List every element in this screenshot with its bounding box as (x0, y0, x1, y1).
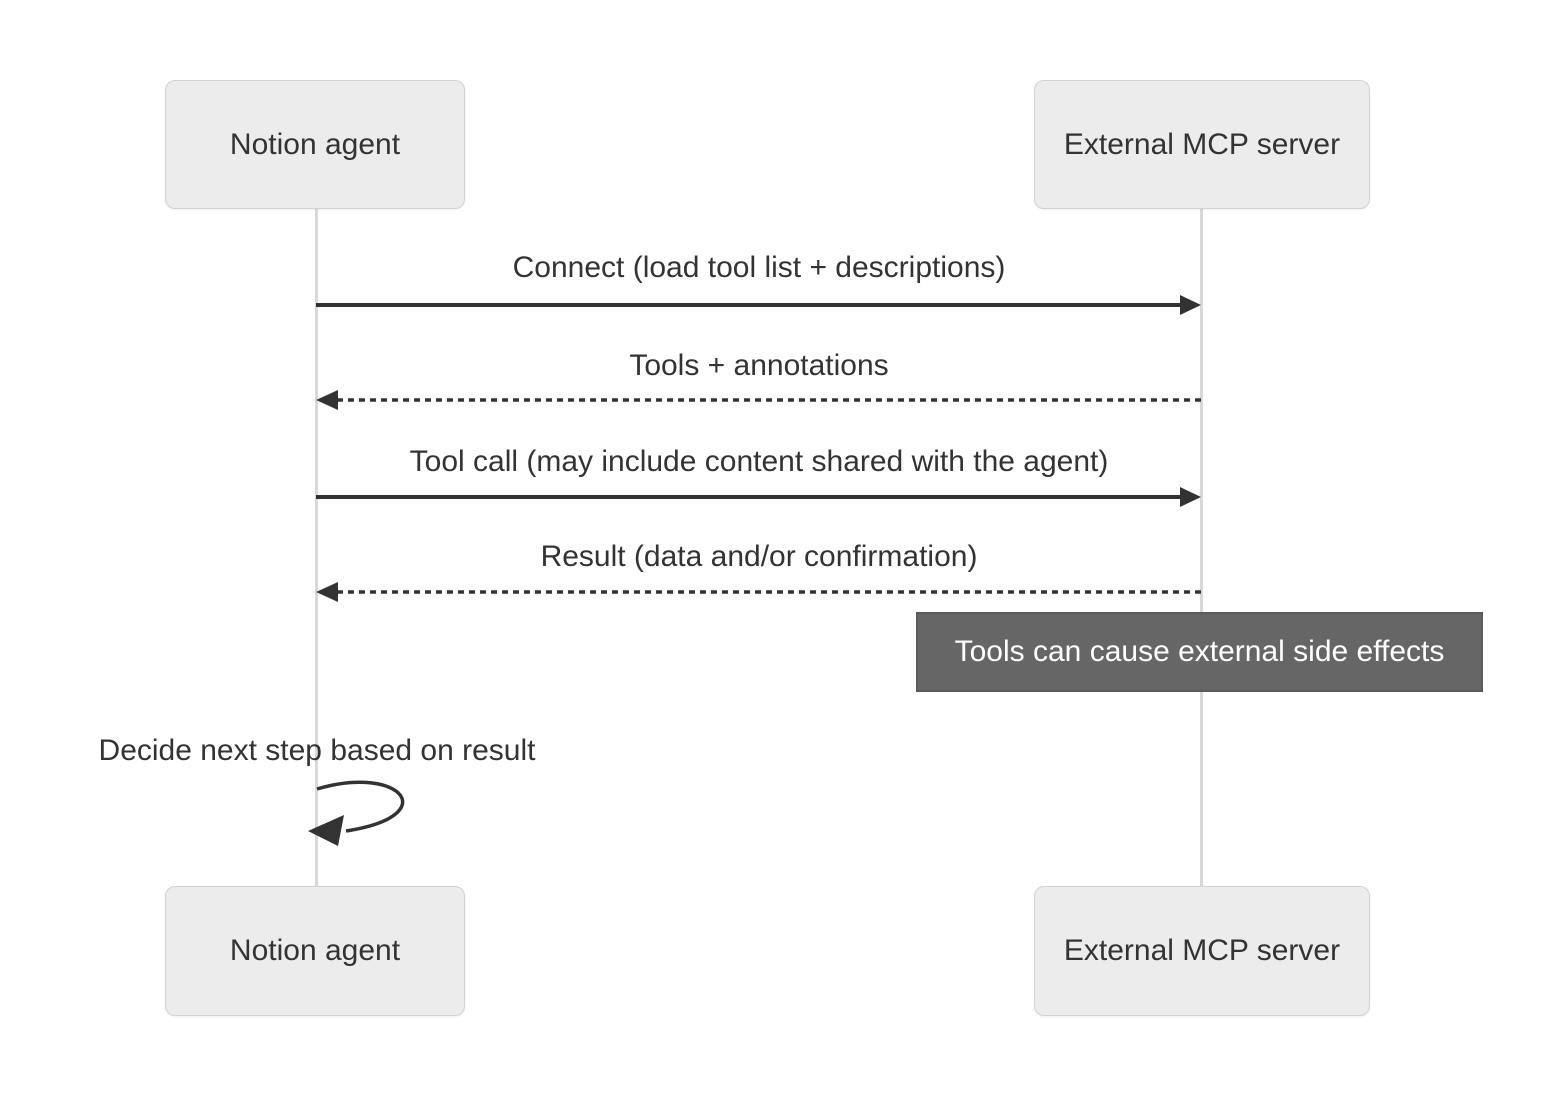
message-label-connect: Connect (load tool list + descriptions) (512, 251, 1006, 284)
actor-external-mcp-server-top: External MCP server (1034, 80, 1370, 209)
arrow-tool-call (316, 487, 1201, 507)
actor-label: External MCP server (1063, 127, 1341, 161)
actor-label: Notion agent (229, 127, 401, 161)
arrow-result (316, 582, 1201, 602)
note-label: Tools can cause external side effects (954, 635, 1445, 668)
actor-external-mcp-server-bottom: External MCP server (1034, 886, 1370, 1016)
self-message-label-decide: Decide next step based on result (98, 734, 536, 767)
arrowhead-right-icon (1180, 295, 1201, 315)
self-loop-arrow (308, 780, 405, 846)
arrowhead-loop-icon (308, 815, 344, 846)
actor-notion-agent-bottom: Notion agent (165, 886, 465, 1016)
actor-notion-agent-top: Notion agent (165, 80, 465, 209)
arrow-connect (316, 295, 1201, 315)
actor-label: External MCP server (1063, 934, 1341, 967)
message-label-result: Result (data and/or confirmation) (540, 540, 978, 573)
note-side-effects: Tools can cause external side effects (916, 612, 1483, 692)
message-label-tool-call: Tool call (may include content shared wi… (409, 445, 1109, 478)
arrow-tools-annotations (316, 390, 1201, 410)
message-label-tools-annotations: Tools + annotations (629, 349, 889, 382)
arrowhead-right-icon (1180, 487, 1201, 507)
arrowhead-left-icon (316, 390, 338, 410)
actor-label: Notion agent (229, 934, 401, 967)
arrowhead-left-icon (316, 582, 338, 602)
